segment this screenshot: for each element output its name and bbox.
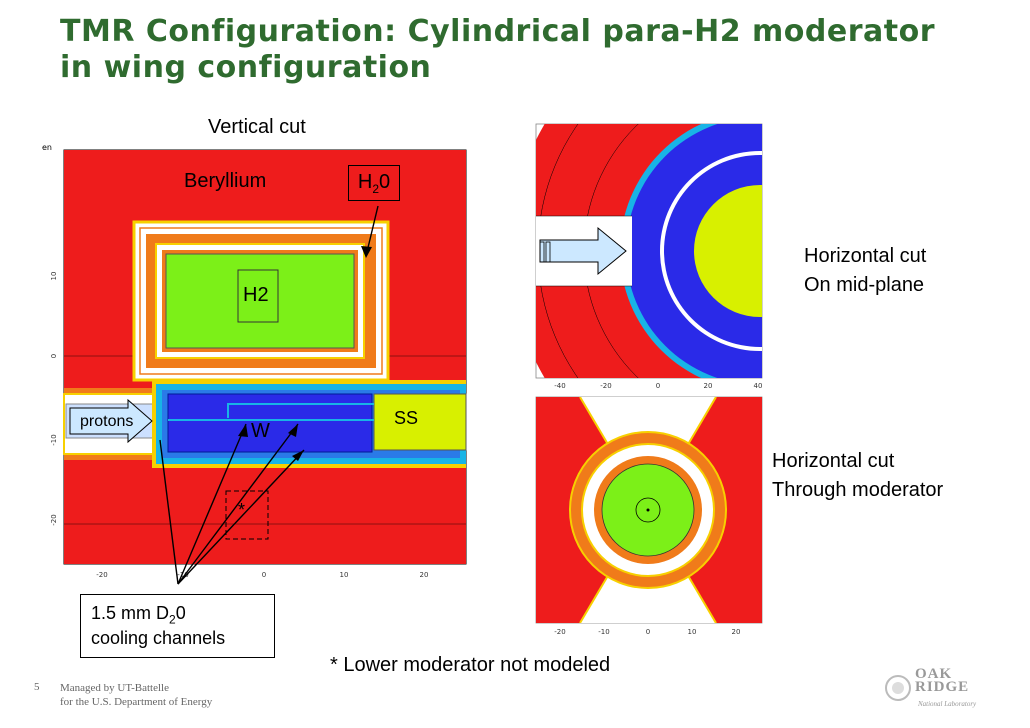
- ss-label: SS: [394, 408, 419, 428]
- vx-tick-1: -20: [96, 571, 107, 579]
- h2x-tick-1: -20: [554, 628, 565, 636]
- vy-tick-4: -20: [50, 514, 58, 525]
- beryllium-region: [64, 150, 466, 564]
- horizontal-cut-moderator-line1: Horizontal cut: [772, 450, 895, 472]
- h1x-tick-5: 40: [754, 382, 763, 390]
- vy-tick-2: 0: [50, 354, 58, 358]
- vy-tick-1: 10: [50, 272, 58, 281]
- tungsten-region: [167, 393, 373, 453]
- horizontal-cut-midplane-line2: On mid-plane: [804, 274, 925, 296]
- vx-tick-2: -10: [177, 571, 188, 579]
- h2-label: H2: [243, 284, 269, 306]
- h1x-tick-4: 20: [704, 382, 713, 390]
- asterisk-label: *: [238, 500, 246, 520]
- ss-region: [373, 393, 467, 451]
- h1x-tick-1: -40: [554, 382, 565, 390]
- beryllium-label: Beryllium: [184, 170, 267, 192]
- w-label: W: [251, 420, 270, 442]
- protons-label: protons: [80, 413, 134, 430]
- ornl-logo-icon: [885, 675, 911, 701]
- horizontal-cut-moderator-label: Horizontal cut Through moderator: [772, 447, 943, 505]
- vx-tick-3: 0: [262, 571, 266, 579]
- h2x-tick-5: 20: [732, 628, 741, 636]
- vertical-cut-label: Vertical cut: [208, 116, 306, 138]
- cooling-line1: 1.5 mm D20: [91, 603, 186, 627]
- slide-title: TMR Configuration: Cylindrical para-H2 m…: [60, 14, 936, 85]
- h2o-label: H20: [348, 165, 400, 201]
- h1x-tick-2: -20: [600, 382, 611, 390]
- footer-line2: for the U.S. Department of Energy: [60, 696, 213, 708]
- logo-subtitle: National Laboratory: [918, 700, 977, 708]
- logo-wordmark: OAK RIDGE: [915, 666, 970, 695]
- cooling-line2: cooling channels: [91, 628, 226, 648]
- footer-text: Managed by UT-Battelle for the U.S. Depa…: [60, 681, 212, 709]
- cooling-callout: 1.5 mm D20 cooling channels: [80, 594, 275, 658]
- lower-moderator-note: * Lower moderator not modeled: [330, 654, 611, 676]
- footer-line1: Managed by UT-Battelle: [60, 682, 169, 694]
- h1x-tick-3: 0: [656, 382, 660, 390]
- horizontal-cut-midplane-line1: Horizontal cut: [804, 245, 927, 267]
- vx-tick-5: 20: [420, 571, 429, 579]
- h2x-tick-3: 0: [646, 628, 650, 636]
- h2x-tick-2: -10: [598, 628, 609, 636]
- slide-number: 5: [34, 681, 40, 693]
- vy-top-label: en: [42, 143, 52, 152]
- horizontal-cut-moderator-line2: Through moderator: [772, 479, 944, 501]
- vx-tick-4: 10: [340, 571, 349, 579]
- horizontal-cut-midplane-label: Horizontal cut On mid-plane: [804, 242, 926, 300]
- vy-tick-3: -10: [50, 434, 58, 445]
- h2x-tick-4: 10: [688, 628, 697, 636]
- proton-arrow-horizontal: [539, 226, 627, 276]
